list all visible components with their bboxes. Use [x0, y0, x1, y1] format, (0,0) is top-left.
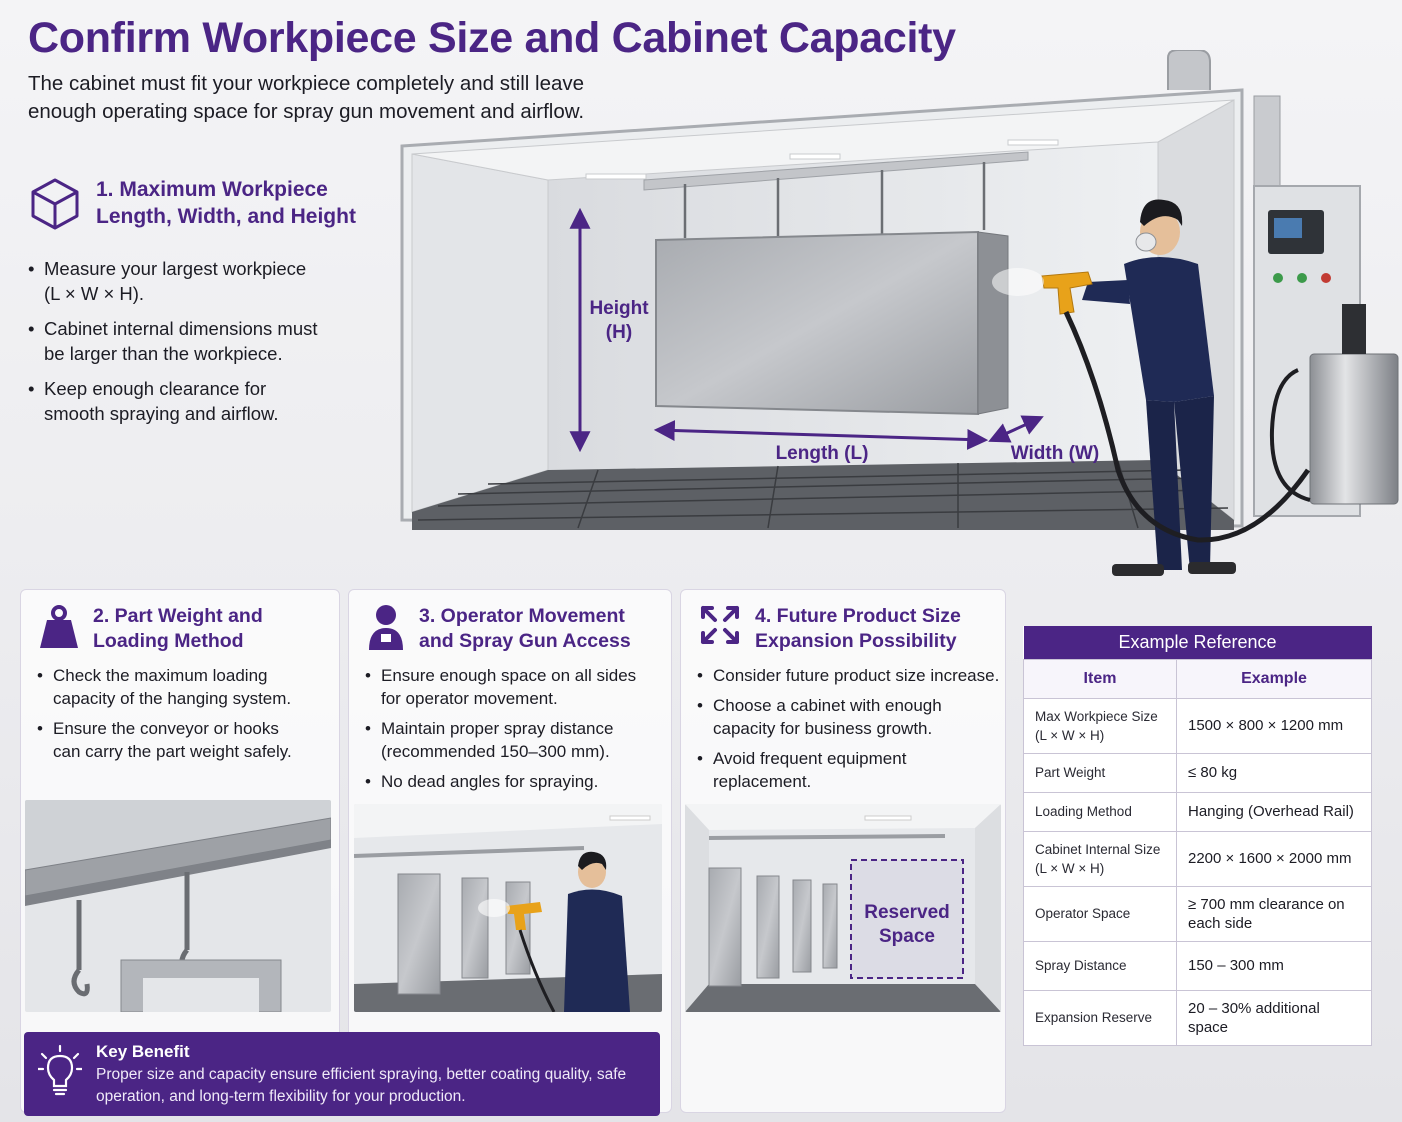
width-label: Width (W)	[1011, 443, 1099, 464]
key-benefit-text: Proper size and capacity ensure efficien…	[96, 1066, 627, 1105]
section-part-weight: 2. Part Weight and Loading Method Check …	[20, 589, 340, 1113]
table-caption: Example Reference	[1023, 626, 1372, 659]
section3-title: 3. Operator Movement and Spray Gun Acces…	[419, 605, 631, 652]
section-operator-movement: 3. Operator Movement and Spray Gun Acces…	[348, 589, 672, 1113]
reserved-space-label-line2: Space	[879, 926, 935, 947]
section-max-dimensions: 1. Maximum Workpiece Length, Width, and …	[28, 176, 388, 436]
column-header-item: Item	[1023, 658, 1177, 699]
column-header-example: Example	[1176, 658, 1372, 699]
example-reference-table: Example Reference Item Example Max Workp…	[1023, 626, 1372, 1046]
height-label: Height	[589, 298, 649, 319]
section1-title-line2: Length, Width, and Height	[96, 205, 356, 228]
lightbulb-icon	[38, 1044, 82, 1096]
operator-spraying-photo	[354, 804, 662, 1012]
key-benefit-title: Key Benefit	[96, 1042, 190, 1061]
list-item: No dead angles for spraying.	[365, 770, 636, 793]
spray-cabinet-illustration: Height (H) Length (L) Width (W)	[400, 50, 1399, 576]
operator-icon	[369, 605, 403, 650]
height-label-unit: (H)	[606, 322, 632, 343]
page-title: Confirm Workpiece Size and Cabinet Capac…	[28, 14, 956, 62]
table-row: Part Weight≤ 80 kg	[1023, 752, 1372, 793]
table-row: Operator Space≥ 700 mm clearance on each…	[1023, 885, 1372, 942]
page-subtitle: The cabinet must fit your workpiece comp…	[28, 72, 585, 123]
hook-conveyor-photo	[25, 800, 331, 1012]
list-item: Measure your largest workpiece(L × W × H…	[28, 256, 388, 306]
list-item: Maintain proper spray distance(recommend…	[365, 717, 636, 763]
table-row: Cabinet Internal Size (L × W × H)2200 × …	[1023, 830, 1372, 887]
reserved-space-label: Reserved	[864, 902, 950, 923]
section-future-expansion: 4. Future Product Size Expansion Possibi…	[680, 589, 1006, 1113]
cube-icon	[31, 178, 79, 230]
section2-title: 2. Part Weight and Loading Method	[93, 605, 263, 652]
table-row: Max Workpiece Size (L × W × H)1500 × 800…	[1023, 697, 1372, 754]
section4-title: 4. Future Product Size Expansion Possibi…	[755, 605, 961, 652]
length-label: Length (L)	[776, 443, 869, 464]
section4-bullets: Consider future product size increase. C…	[697, 664, 999, 800]
section1-title-line1: 1. Maximum Workpiece	[96, 178, 328, 201]
expand-icon	[701, 606, 739, 644]
list-item: Consider future product size increase.	[697, 664, 999, 687]
section1-bullets: Measure your largest workpiece(L × W × H…	[28, 256, 388, 426]
weight-icon	[40, 605, 78, 648]
reserved-space-photo: Reserved Space	[685, 804, 1001, 1012]
key-benefit-banner: Key Benefit Proper size and capacity ens…	[24, 1032, 660, 1116]
section1-title: 1. Maximum Workpiece Length, Width, and …	[96, 176, 356, 230]
